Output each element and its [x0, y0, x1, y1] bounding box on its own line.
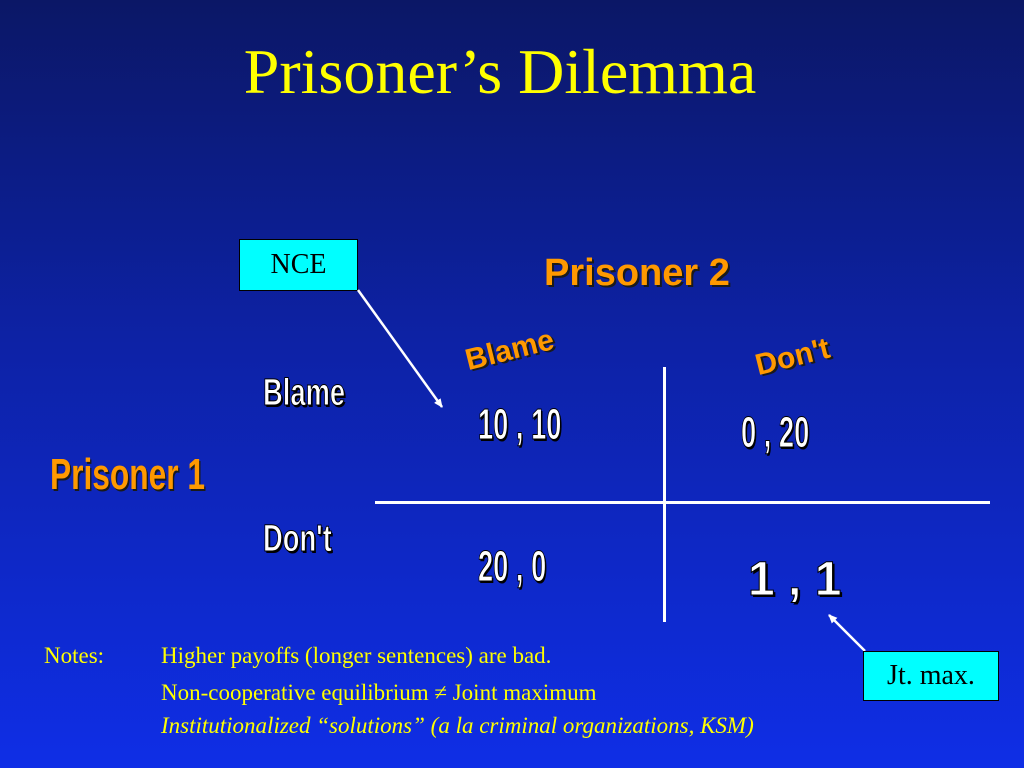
slide-title: Prisoner’s Dilemma: [243, 36, 757, 107]
payoff-blame-dont: 0 , 20: [741, 408, 810, 458]
row-header-dont: Don't: [263, 518, 333, 561]
payoff-dont-blame: 20 , 0: [478, 542, 547, 592]
notes-line-1: Higher payoffs (longer sentences) are ba…: [161, 643, 552, 668]
payoff-blame-blame: 10 , 10: [478, 400, 562, 450]
notes-line-3: Institutionalized “solutions” (a la crim…: [161, 713, 754, 738]
column-header-dont: Don't: [752, 331, 834, 383]
column-header-blame: Blame: [462, 323, 558, 378]
nce-callout: NCE: [239, 239, 358, 291]
prisoner-2-label: Prisoner 2: [544, 252, 730, 294]
notes-label: Notes:: [44, 643, 105, 668]
row-header-blame: Blame: [263, 372, 346, 415]
grid-horizontal-line: [375, 501, 990, 504]
notes-line-2: Non-cooperative equilibrium ≠ Joint maxi…: [161, 680, 597, 705]
prisoner-1-label: Prisoner 1: [50, 450, 205, 499]
nce-arrow: [356, 289, 444, 408]
payoff-dont-dont: 1 , 1: [747, 553, 842, 607]
grid-vertical-line: [663, 367, 666, 622]
jt-max-arrow: [828, 614, 866, 652]
jt-max-callout: Jt. max.: [863, 651, 999, 701]
